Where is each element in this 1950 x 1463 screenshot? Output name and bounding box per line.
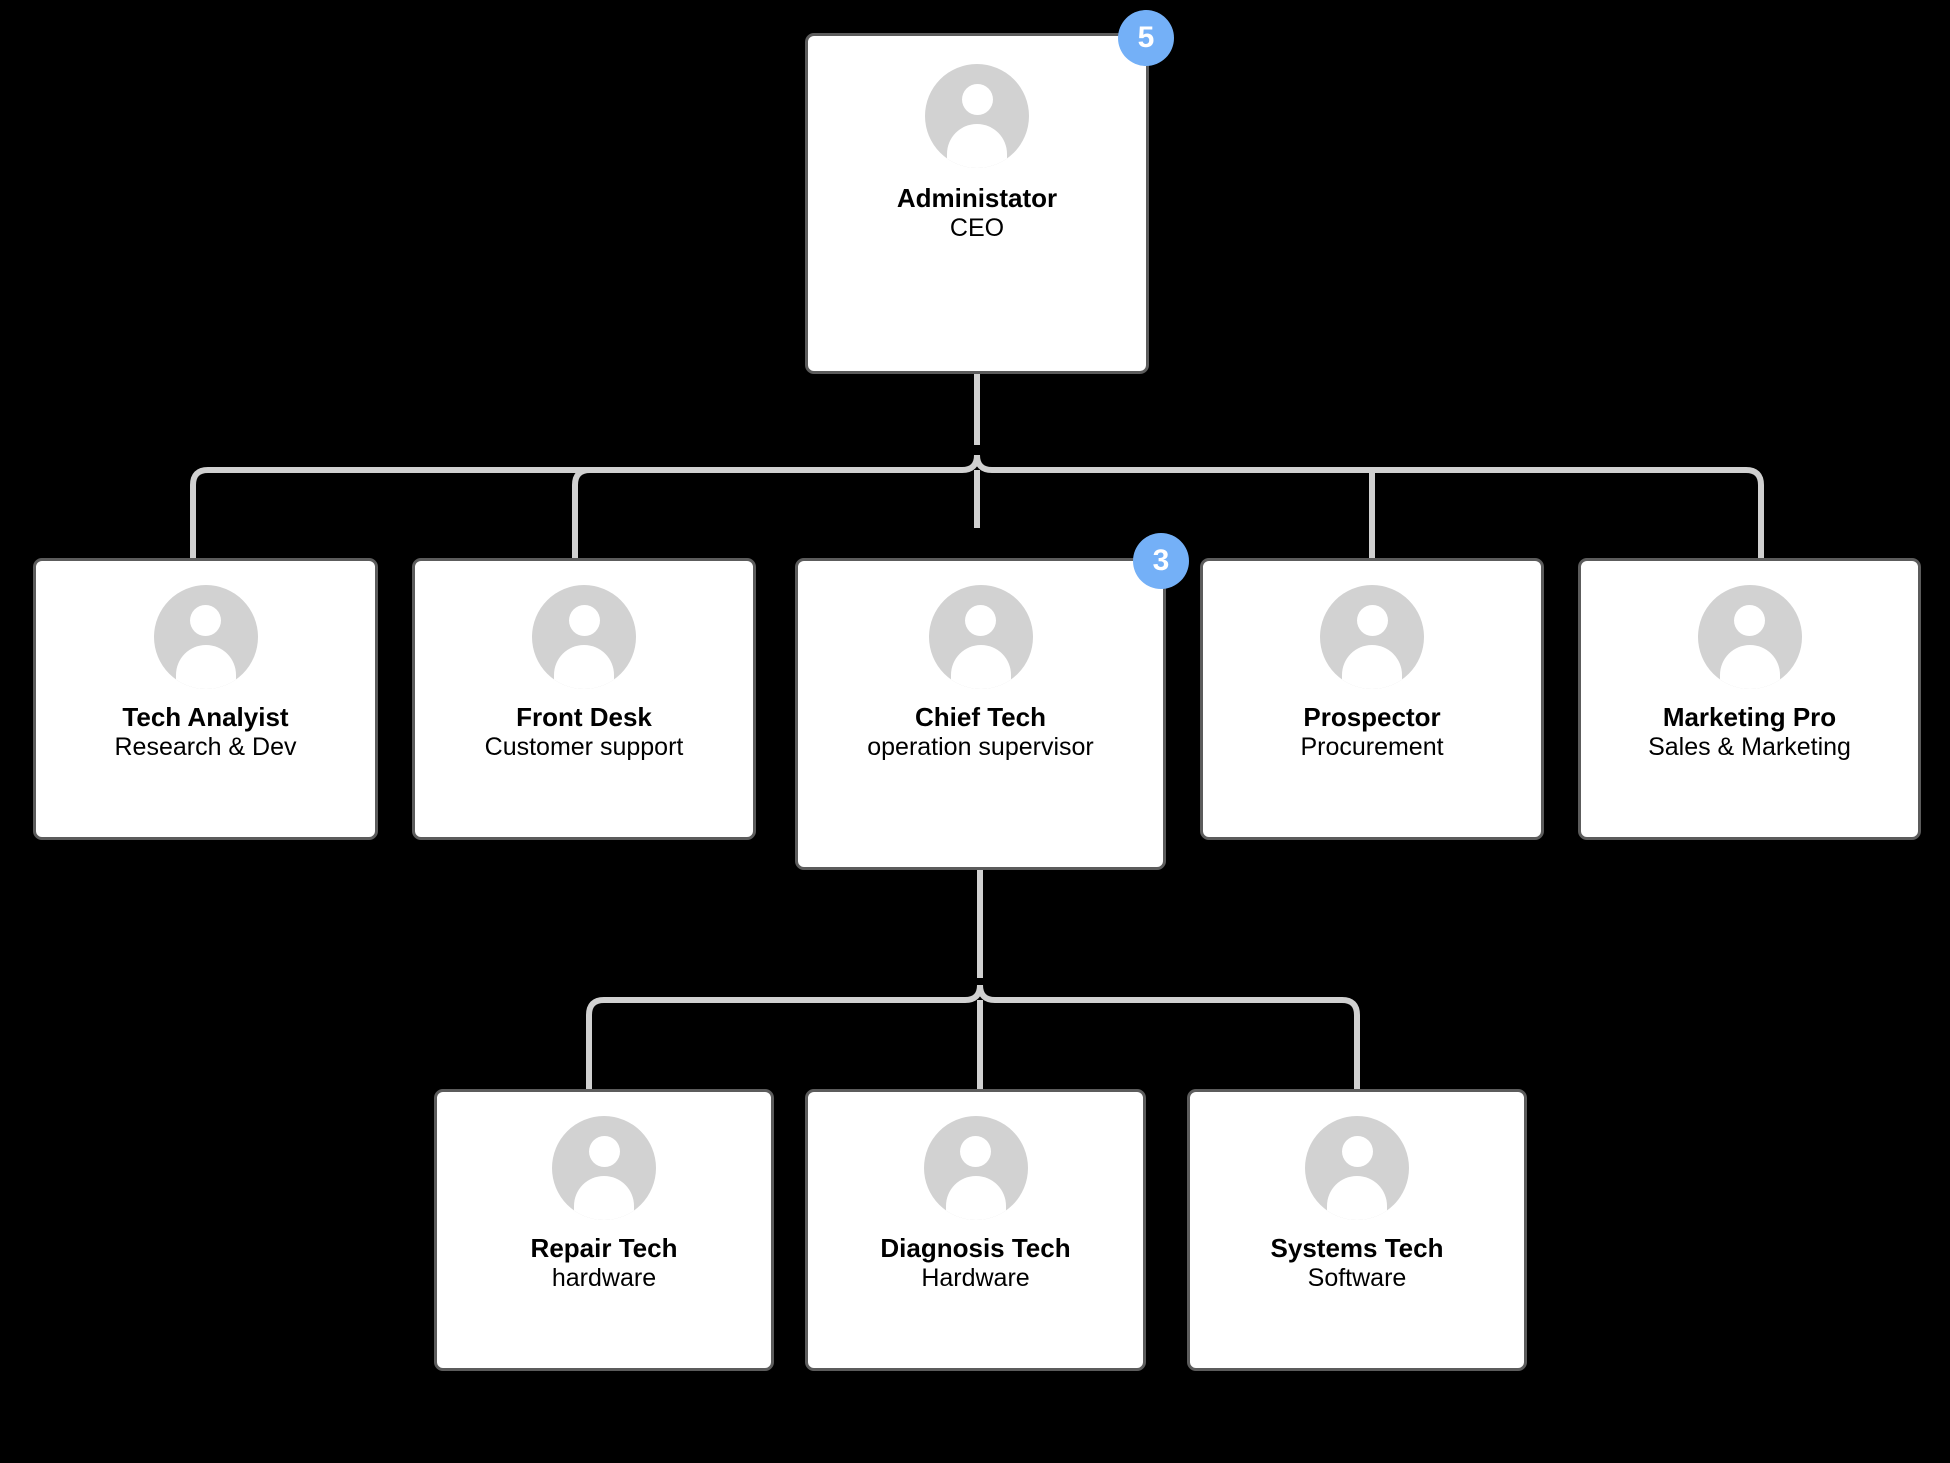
org-node-front-desk[interactable]: Front Desk Customer support bbox=[412, 558, 756, 840]
org-node-subtitle: Procurement bbox=[1300, 732, 1444, 761]
person-icon bbox=[153, 585, 258, 689]
org-node-root[interactable]: Administator CEO 5 bbox=[805, 10, 1174, 374]
person-icon bbox=[532, 585, 636, 689]
person-icon-head bbox=[568, 605, 600, 636]
org-node-subtitle: hardware bbox=[551, 1263, 657, 1292]
edge-to-systems-tech bbox=[1341, 997, 1360, 1089]
org-node-tech-analyist[interactable]: Tech Analyist Research & Dev bbox=[33, 558, 378, 840]
person-icon bbox=[925, 64, 1029, 168]
person-icon-head bbox=[1341, 1136, 1373, 1167]
edge-to-marketing-pro bbox=[1745, 467, 1764, 558]
person-icon-body bbox=[945, 1176, 1006, 1220]
org-node-subtitle: Research & Dev bbox=[114, 732, 297, 761]
org-node-prospector[interactable]: Prospector Procurement bbox=[1200, 558, 1544, 840]
edge-to-tech-analyist bbox=[190, 467, 209, 558]
person-icon bbox=[552, 1116, 656, 1220]
person-icon bbox=[928, 585, 1033, 689]
org-node-title: Marketing Pro bbox=[1662, 702, 1837, 732]
org-node-title: Front Desk bbox=[516, 702, 652, 732]
org-node-title: Administator bbox=[896, 183, 1058, 213]
org-node-title: Diagnosis Tech bbox=[880, 1233, 1071, 1263]
org-node-subtitle: Software bbox=[1307, 1263, 1407, 1292]
org-node-title: Tech Analyist bbox=[122, 702, 289, 732]
person-icon-body bbox=[947, 124, 1007, 168]
org-node-chief-tech[interactable]: Chief Tech operation supervisor 3 bbox=[795, 533, 1189, 870]
org-node-subtitle: operation supervisor bbox=[867, 732, 1094, 761]
person-icon-body bbox=[554, 645, 614, 689]
org-node-subtitle: Customer support bbox=[484, 732, 684, 761]
person-icon-head bbox=[588, 1136, 620, 1167]
edge-level2-bus bbox=[604, 984, 1342, 1003]
person-icon-head bbox=[965, 605, 996, 636]
edge-level1-bus bbox=[208, 454, 1746, 473]
person-icon bbox=[1697, 585, 1802, 689]
org-node-title: Systems Tech bbox=[1270, 1233, 1444, 1263]
org-node-subtitle: Hardware bbox=[921, 1263, 1030, 1292]
org-node-marketing-pro[interactable]: Marketing Pro Sales & Marketing bbox=[1578, 558, 1921, 840]
org-node-systems-tech[interactable]: Systems Tech Software bbox=[1187, 1089, 1527, 1371]
person-icon-body bbox=[950, 645, 1011, 689]
person-icon bbox=[1320, 585, 1424, 689]
person-icon-head bbox=[1734, 605, 1765, 636]
org-node-repair-tech[interactable]: Repair Tech hardware bbox=[434, 1089, 774, 1371]
person-icon-body bbox=[1327, 1176, 1387, 1220]
person-icon-head bbox=[960, 1136, 991, 1167]
subordinate-count-badge[interactable]: 3 bbox=[1133, 533, 1189, 589]
org-node-title: Repair Tech bbox=[530, 1233, 678, 1263]
person-icon-head bbox=[190, 605, 221, 636]
person-icon-head bbox=[1356, 605, 1388, 636]
person-icon-head bbox=[961, 84, 993, 115]
person-icon bbox=[1305, 1116, 1409, 1220]
person-icon-body bbox=[175, 645, 236, 689]
org-node-subtitle: CEO bbox=[949, 213, 1005, 242]
org-node-title: Prospector bbox=[1303, 702, 1441, 732]
person-icon-body bbox=[574, 1176, 634, 1220]
edge-to-front-desk bbox=[572, 467, 591, 558]
org-node-subtitle: Sales & Marketing bbox=[1648, 732, 1851, 761]
edge-to-repair-tech bbox=[586, 997, 605, 1089]
person-icon-body bbox=[1342, 645, 1402, 689]
person-icon bbox=[923, 1116, 1028, 1220]
subordinate-count-badge[interactable]: 5 bbox=[1118, 10, 1174, 66]
person-icon-body bbox=[1719, 645, 1780, 689]
org-node-title: Chief Tech bbox=[915, 702, 1046, 732]
org-node-diagnosis-tech[interactable]: Diagnosis Tech Hardware bbox=[805, 1089, 1146, 1371]
